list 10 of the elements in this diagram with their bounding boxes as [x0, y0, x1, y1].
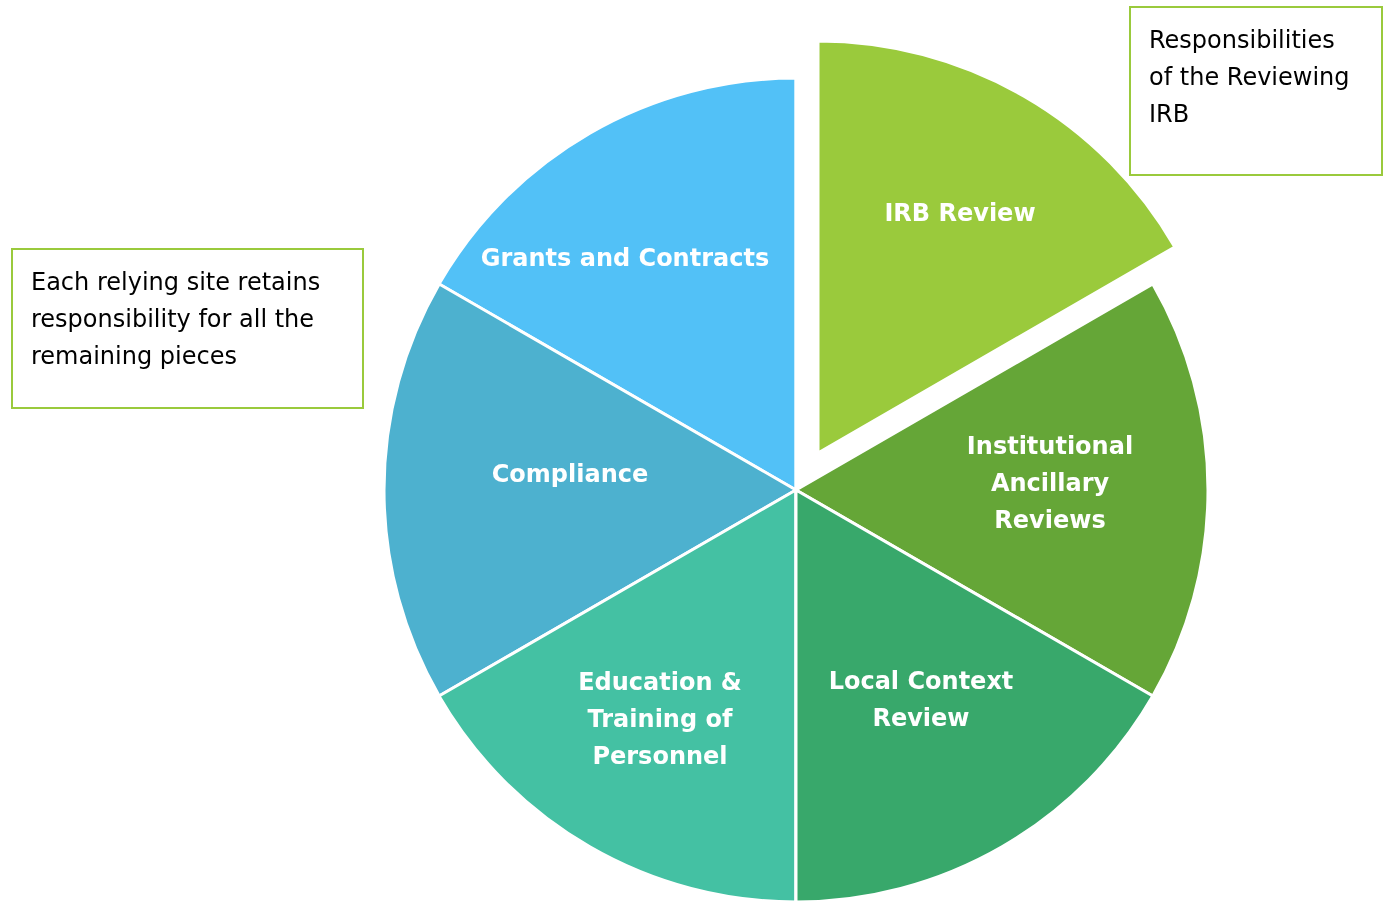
segment-label: Compliance	[490, 459, 650, 491]
segment-label: Local Context Review	[827, 665, 1015, 734]
note-text: Each relying site retains responsibility for all the remaining pieces	[31, 268, 321, 371]
segment-label: Education & Training of Personnel	[577, 667, 743, 773]
segment-label: IRB Review	[883, 198, 1037, 230]
note-text: Responsibilities of the Reviewing IRB	[1149, 26, 1350, 129]
segment-label: Grants and Contracts	[479, 243, 771, 275]
segment-label: Institutional Ancillary Reviews	[965, 431, 1135, 537]
note-box	[11, 248, 364, 409]
note-box	[1129, 6, 1383, 176]
